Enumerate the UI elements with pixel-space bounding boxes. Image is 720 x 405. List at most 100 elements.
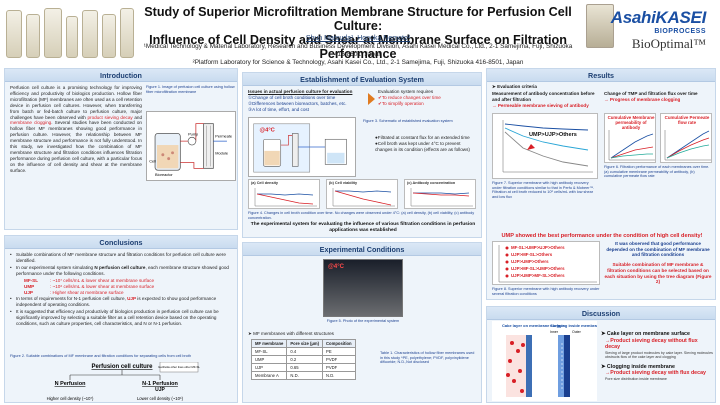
- title-line-1: Study of Superior Microfiltration Membra…: [144, 5, 572, 33]
- author-block: Shun Matsuda¹, Honoka Nemoto² ¹Medical T…: [138, 35, 578, 67]
- company-logo: AsahiKASEI BIOPROCESS BioOptimal™: [610, 8, 707, 52]
- figure-6a-graph: Cumulative Membrane permeability of anti…: [604, 113, 656, 163]
- mf-membranes-label: ➤ MF membranes with different structures: [248, 331, 334, 336]
- svg-text:Bioreactor: Bioreactor: [155, 172, 173, 177]
- affiliation-2: ²Platform Laboratory for Science & Techn…: [192, 59, 524, 66]
- figure-4-caption: Figure 4. Changes in cell broth conditio…: [248, 211, 475, 220]
- condition-item: MF-SL: ~10⁷ cells/mL & lower shear at me…: [24, 278, 234, 284]
- discussion-title: Discussion: [487, 307, 715, 320]
- figure-7-caption: Figure 7. Superior membrane with high an…: [492, 181, 595, 199]
- requirement-1: ✔To reduce changes over time: [378, 94, 441, 100]
- condition-text: : ~10⁶ cells/mL & lower shear at membran…: [50, 284, 155, 290]
- discussion-point-2-note: Pore size distribution inside membrane: [605, 376, 667, 381]
- figure-2-tree-diagram: Perfusion cell culture Go/divide other l…: [47, 362, 200, 401]
- results-title: Results: [487, 69, 715, 82]
- figure-6b-graph: Cumulative Permeate flow rate: [660, 113, 712, 163]
- table-header-cell: Composition: [322, 339, 356, 348]
- intro-red-sieving: product sieving decay: [87, 114, 133, 120]
- figure-7-label: UMP>UJP>Others: [529, 132, 577, 138]
- issues-title: Issues in actual perfusion culture for e…: [248, 89, 353, 94]
- discussion-membrane-illustration: Cake layer on membrane surface Clogging …: [492, 321, 597, 401]
- figure-5-caption: Figure 5. Photo of the experimental syst…: [326, 319, 400, 323]
- conclusion-item-4: It is suggested that efficiency and prod…: [10, 309, 234, 327]
- figure-7-graph: UMP>UJP>Others: [492, 113, 598, 179]
- table-cell: N.D.: [322, 371, 356, 380]
- eval-bullet-2: ●Cell broth was kept under 4°C to preven…: [375, 140, 470, 152]
- results-panel: Results ➤ Evaluation criteria Measuremen…: [486, 68, 716, 300]
- svg-text:Module: Module: [215, 151, 228, 156]
- header-logo-area: AsahiKASEI BIOPROCESS BioOptimal™: [586, 2, 716, 62]
- ranking-label: UJP>MF-SL>Others: [511, 252, 553, 257]
- issues-block: Issues in actual perfusion culture for e…: [248, 89, 366, 113]
- svg-text:Clogging inside membrane: Clogging inside membrane: [550, 323, 597, 328]
- poster-title: Study of Superior Microfiltration Membra…: [138, 5, 578, 61]
- eval-bullet-1: ●Filtrated at constant flux for an exten…: [375, 135, 470, 140]
- issue-1: ①Change of cell broth conditions over ti…: [248, 94, 336, 100]
- discussion-point-1-note: Sieving of large product molecules by ca…: [605, 350, 713, 360]
- chart-antibody-concentration: (c) Antibody concentration: [404, 179, 476, 209]
- authors: Shun Matsuda¹, Honoka Nemoto²: [305, 35, 411, 42]
- logo-product: BioOptimal™: [631, 36, 706, 51]
- intro-and: and: [134, 114, 142, 120]
- requirement-2: ✔To simplify operation: [378, 100, 424, 106]
- introduction-title: Introduction: [5, 69, 237, 82]
- criterion-clogging: Change of TMP and filtration flux over t…: [604, 91, 698, 102]
- figure-6-caption: Figure 6. Filtration performance of each…: [604, 165, 710, 179]
- introduction-text: Perfusion cell culture is a promising te…: [10, 85, 142, 174]
- condition-text: : Higher shear at membrane surface: [50, 290, 124, 296]
- experimental-system-photo: @4°C: [323, 259, 403, 317]
- discussion-point-2-conclusion: →Product sieving decay with flux decay: [605, 370, 706, 377]
- table-cell: UJP: [250, 363, 288, 372]
- table-cell: PVDF: [322, 355, 356, 364]
- experimental-conditions-panel: Experimental Conditions @4°C Figure 5. P…: [242, 242, 482, 403]
- discussion-point-1-conclusion: →Product sieving decay without flux deca…: [605, 337, 698, 351]
- header-photo-bottles: [4, 4, 136, 62]
- table-cell: 0.4: [286, 347, 324, 356]
- table-header-cell: MF membrane: [250, 339, 288, 348]
- table-cell: UMP: [250, 355, 288, 364]
- requirement-arrow-icon: [368, 93, 375, 105]
- results-highlight: UMP showed the best performance under th…: [501, 233, 703, 239]
- logo-sub: BIOPROCESS: [654, 28, 706, 35]
- tree-right-leaf: Lower cell density (~10⁶): [137, 396, 184, 401]
- figure-1-caption: Figure 1. Image of perfusion cell cultur…: [146, 85, 235, 94]
- intro-p1-end: . Several studies have been conducted on…: [10, 120, 142, 173]
- results-observation: It was observed that good performance de…: [606, 241, 710, 258]
- evaluation-bullets: ●Filtrated at constant flux for an exten…: [375, 135, 479, 153]
- figure-2-caption: Figure 2. Suitable combinations of MF me…: [10, 354, 192, 358]
- logo-brand: AsahiKASEI: [610, 8, 707, 27]
- svg-text:Permeate: Permeate: [215, 133, 232, 138]
- condition-label: MF-SL: [24, 278, 39, 284]
- condition-label: UMP: [24, 284, 35, 290]
- figure-1-diagram: Pump Bioreactor Permeate Module Cell: [146, 111, 236, 181]
- table-header-cell: Pore size (μm): [286, 339, 324, 348]
- table-cell: 0.65: [286, 363, 324, 372]
- conclusion-item-3: In terms of requirements for N-1 perfusi…: [10, 296, 234, 308]
- svg-text:Cell: Cell: [149, 159, 156, 164]
- tree-right-sub: UJP: [155, 387, 165, 393]
- svg-text:Inner: Inner: [550, 330, 559, 334]
- conclusion-item-1: Suitable combinations of MF membrane str…: [10, 252, 234, 264]
- svg-text:Cake layer on membrane surface: Cake layer on membrane surface: [502, 323, 565, 328]
- discussion-points: ➤ Cake layer on membrane surface →Produc…: [601, 331, 713, 381]
- issue-3: ③A lot of time, effort, and cost: [248, 106, 309, 112]
- photo-temp-tag: @4°C: [328, 264, 344, 270]
- table-cell: PE: [322, 347, 356, 356]
- evaluation-criteria: ➤ Evaluation criteria: [492, 84, 537, 89]
- table-cell: Membrane A: [250, 371, 288, 380]
- condition-item: UJP: Higher shear at membrane surface: [24, 290, 234, 296]
- table-cell: MF-SL: [250, 347, 288, 356]
- ranking-label: MF-SL>UMP>UJP>Others: [511, 245, 565, 250]
- experimental-conditions-title: Experimental Conditions: [243, 243, 481, 256]
- affiliation-1: ¹Medical Technology & Material Laborator…: [143, 43, 573, 58]
- tree-note: Go/divide other lines other MF-SL: [158, 365, 200, 369]
- tree-right: N-1 Perfusion: [142, 381, 178, 387]
- svg-text:Pump: Pump: [188, 131, 198, 136]
- table-cell: PVDF: [322, 363, 356, 372]
- table-cell: 0.2: [286, 355, 324, 364]
